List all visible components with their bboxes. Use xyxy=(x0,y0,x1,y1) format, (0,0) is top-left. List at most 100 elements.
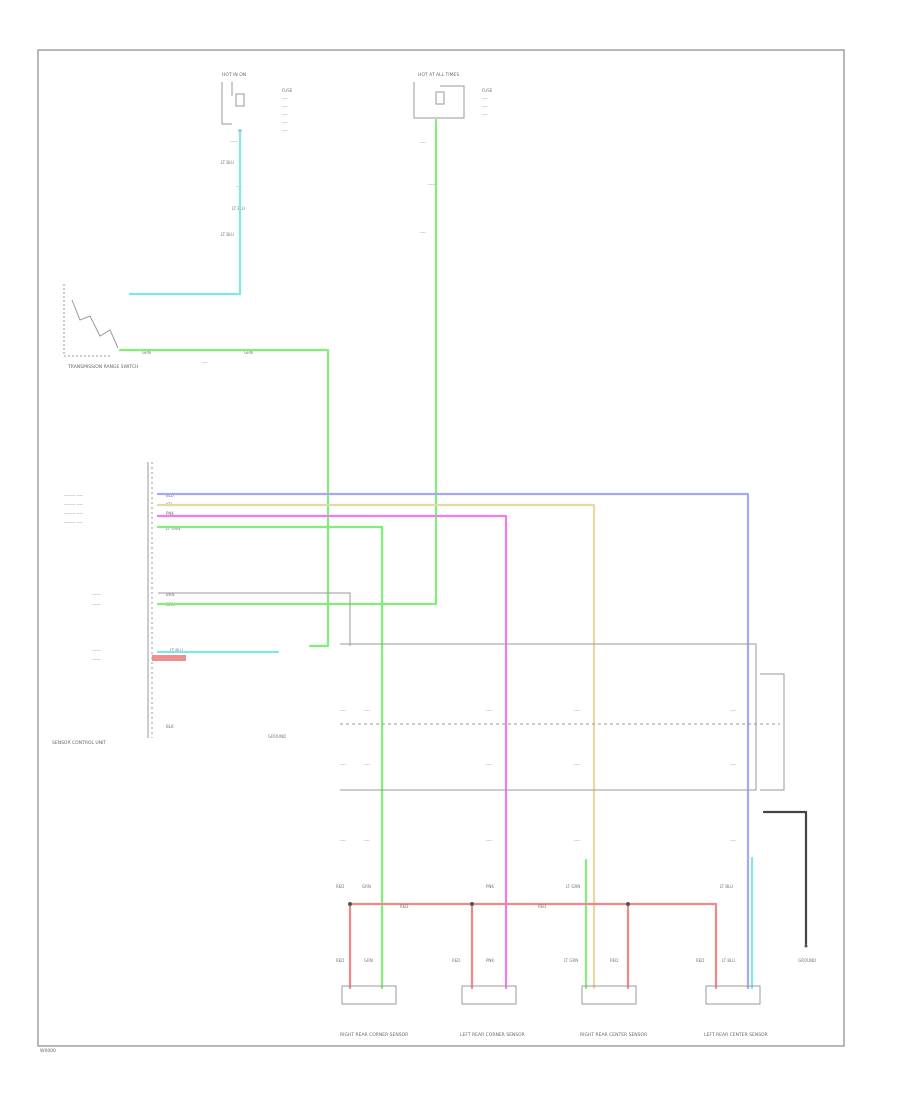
diagram-code: W0000 xyxy=(40,1048,56,1054)
wire-label-grn-4: GRN xyxy=(362,884,371,889)
sensor-3-label: RIGHT REAR CENTER SENSOR xyxy=(580,1032,647,1038)
wire-label-lt-blu-2: LT BLU xyxy=(232,206,245,211)
svg-text:----: ---- xyxy=(486,708,492,713)
svg-text:RED: RED xyxy=(452,958,460,963)
svg-text:RED: RED xyxy=(336,958,344,963)
svg-text:-----: ----- xyxy=(428,182,436,187)
wire-label-grn-2: GRN xyxy=(244,350,253,355)
red-wire-stub xyxy=(152,655,186,661)
svg-text:GRN: GRN xyxy=(364,958,373,963)
svg-text:----: ---- xyxy=(730,708,736,713)
sensor-3-body xyxy=(581,985,637,1005)
wire-label-lt-blu-1: LT BLU xyxy=(221,160,234,165)
svg-text:----: ---- xyxy=(730,762,736,767)
wire-yel xyxy=(156,503,596,990)
wire-label-red-2: RED xyxy=(400,904,408,909)
transmission-range-switch: TRANSMISSION RANGE SWITCH GRN GRN ---- xyxy=(63,284,253,370)
svg-text:----: ---- xyxy=(340,762,346,767)
sensor-2-body xyxy=(461,985,517,1005)
svg-text:-------- ----: -------- ---- xyxy=(64,493,83,498)
shield-box xyxy=(340,643,757,791)
svg-text:----: ---- xyxy=(574,762,580,767)
svg-text:----: ---- xyxy=(340,838,346,843)
sensor-right-rear-center: RIGHT REAR CENTER SENSOR xyxy=(580,985,647,1038)
wire-blk-ground xyxy=(762,810,808,946)
svg-text:----: ---- xyxy=(282,104,288,109)
fuse-block-right-label: HOT AT ALL TIMES xyxy=(418,72,459,78)
svg-text:----: ---- xyxy=(282,96,288,101)
wire-gry xyxy=(158,592,351,646)
wire-label-blk-1: BLK xyxy=(166,724,174,729)
wire-label-lt-blu-4: LT BLU xyxy=(170,648,183,653)
diagram-frame xyxy=(37,49,845,1047)
svg-text:----: ---- xyxy=(340,708,346,713)
sensor-1-label: RIGHT REAR CORNER SENSOR xyxy=(340,1032,408,1038)
wire-label-lt-blu-3: LT BLU xyxy=(221,232,234,237)
svg-text:------: ------ xyxy=(92,657,101,662)
svg-text:----: ---- xyxy=(730,838,736,843)
svg-text:----: ---- xyxy=(282,128,288,133)
svg-text:----: ---- xyxy=(482,104,488,109)
fuse-icon-2 xyxy=(435,91,445,105)
svg-text:RED: RED xyxy=(696,958,704,963)
svg-text:----: ---- xyxy=(282,112,288,117)
mid-labels: ---- ---- ---- ---- ---- ---- ---- ---- … xyxy=(336,708,736,963)
trans-switch-label: TRANSMISSION RANGE SWITCH xyxy=(67,364,138,370)
svg-text:----: ---- xyxy=(420,230,426,235)
wire-grn-fuse xyxy=(156,118,438,606)
svg-text:----: ---- xyxy=(486,762,492,767)
wire-label-lt-grn-2: LT GRN xyxy=(566,884,580,889)
svg-text:----: ---- xyxy=(574,708,580,713)
svg-text:------: ------ xyxy=(92,602,101,607)
fuse-icon xyxy=(235,93,245,107)
sensor-left-rear-corner: LEFT REAR CORNER SENSOR xyxy=(460,985,525,1038)
svg-text:LT BLU: LT BLU xyxy=(722,958,735,963)
svg-text:FUSE: FUSE xyxy=(482,88,493,93)
wire-label-blu: BLU xyxy=(166,493,174,498)
svg-text:-------- ----: -------- ---- xyxy=(64,520,83,525)
svg-text:------: ------ xyxy=(92,648,101,653)
svg-text:RED: RED xyxy=(610,958,618,963)
svg-text:----: ---- xyxy=(486,838,492,843)
svg-text:FUSE: FUSE xyxy=(282,88,293,93)
wire-label-brn: BRN xyxy=(166,592,175,597)
wire-label-lt-grn: LT GRN xyxy=(166,526,180,531)
fuse-block-left: HOT IN ON FUSE ---- ---- ---- ---- ---- … xyxy=(221,72,293,237)
sensor-1-body xyxy=(341,985,397,1005)
svg-text:----: ---- xyxy=(282,120,288,125)
wire-label-grn-1: GRN xyxy=(142,350,151,355)
svg-text:----: ---- xyxy=(482,96,488,101)
wire-blu xyxy=(156,492,750,990)
svg-text:----: ---- xyxy=(420,140,426,145)
wire-lt-blu-fuse xyxy=(128,129,242,296)
svg-text:------: ------ xyxy=(92,592,101,597)
ground-label-2: GROUND xyxy=(798,958,816,963)
svg-text:LT GRN: LT GRN xyxy=(564,958,578,963)
svg-text:----: ---- xyxy=(202,360,208,365)
sensor-2-label: LEFT REAR CORNER SENSOR xyxy=(460,1032,525,1038)
sensor-control-unit: SENSOR CONTROL UNIT -------- ---- ------… xyxy=(52,462,286,746)
wire-pnk xyxy=(156,514,508,990)
svg-text:----: ---- xyxy=(574,838,580,843)
ground-label: GROUND xyxy=(268,734,286,739)
svg-text:----: ---- xyxy=(364,708,370,713)
wire-label-red-3: RED xyxy=(538,904,546,909)
sensor-4-body xyxy=(705,985,761,1005)
fuse-block-right: HOT AT ALL TIMES FUSE ---- ---- ---- ---… xyxy=(413,72,493,235)
wire-label-pnk: PNK xyxy=(166,511,174,516)
wire-label-lt-blu-5: LT BLU xyxy=(720,884,733,889)
control-unit-label: SENSOR CONTROL UNIT xyxy=(52,740,106,746)
svg-text:----: ---- xyxy=(364,838,370,843)
wire-label-red-1: RED xyxy=(336,884,344,889)
fuse-block-left-label: HOT IN ON xyxy=(222,72,246,78)
wire-lt-grn xyxy=(156,525,384,990)
sensor-left-rear-center: LEFT REAR CENTER SENSOR xyxy=(704,985,768,1038)
svg-text:-------- ----: -------- ---- xyxy=(64,502,83,507)
right-connector xyxy=(760,673,785,791)
wire-grn-switch xyxy=(118,348,330,648)
sensor-right-rear-corner: RIGHT REAR CORNER SENSOR xyxy=(340,985,408,1038)
svg-text:----: ---- xyxy=(364,762,370,767)
wire-label-pnk-2: PNK xyxy=(486,884,494,889)
svg-text:PNK: PNK xyxy=(486,958,494,963)
